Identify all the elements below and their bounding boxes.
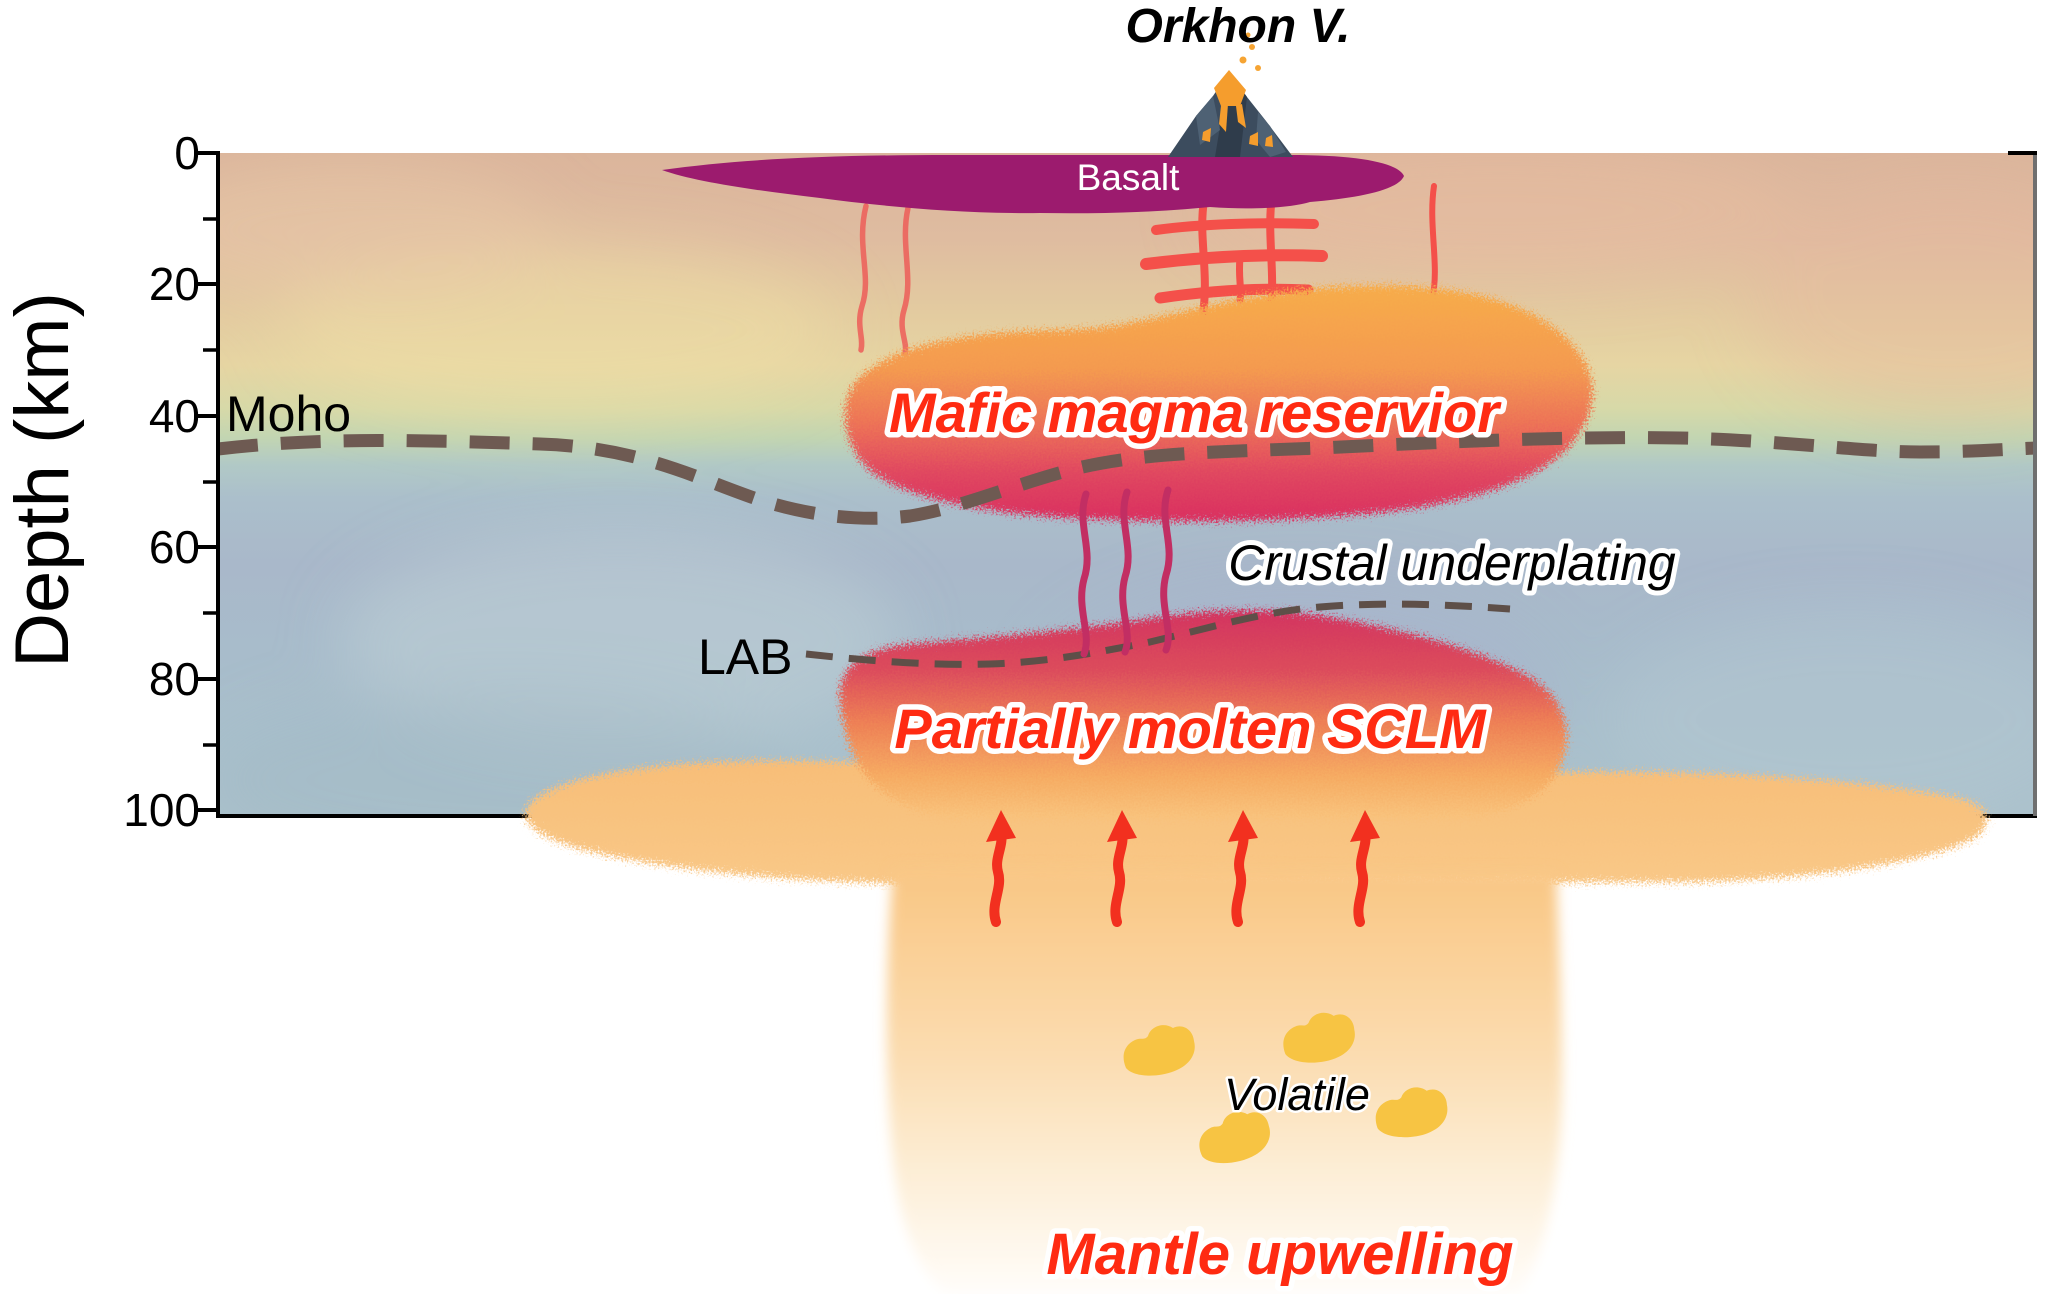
mafic-reservoir-label: Mafic magma reservior <box>889 381 1502 444</box>
mantle-plume <box>525 760 1987 1294</box>
tick-60: 60 <box>149 521 200 573</box>
sclm-label: Partially molten SCLM <box>894 697 1487 760</box>
mafic-reservoir-blob <box>845 285 1593 522</box>
mantle-upwelling-label: Mantle upwelling <box>1046 1222 1513 1287</box>
moho-label: Moho <box>226 386 351 442</box>
y-axis-title: Depth (km) <box>0 292 85 668</box>
tick-20: 20 <box>149 258 200 310</box>
lab-label: LAB <box>698 629 793 685</box>
y-axis <box>194 151 220 818</box>
basalt-lens <box>662 155 1404 214</box>
volatile-label: Volatile <box>1224 1069 1370 1120</box>
lab-line <box>805 600 1511 668</box>
figure-title: Orkhon V. <box>1126 0 1351 53</box>
basalt-label: Basalt <box>1077 157 1181 198</box>
feeder-dikes <box>856 203 911 357</box>
tick-100: 100 <box>123 784 200 836</box>
crustal-underplating-label: Crustal underplating <box>1228 535 1676 591</box>
tick-0: 0 <box>174 127 200 179</box>
volcano-icon <box>1168 32 1293 157</box>
tick-40: 40 <box>149 390 200 442</box>
underplating-melts <box>1078 486 1173 658</box>
moho-line <box>217 431 2037 525</box>
y-axis-tick-labels: 0 20 40 60 80 100 <box>123 127 200 836</box>
tick-80: 80 <box>149 653 200 705</box>
